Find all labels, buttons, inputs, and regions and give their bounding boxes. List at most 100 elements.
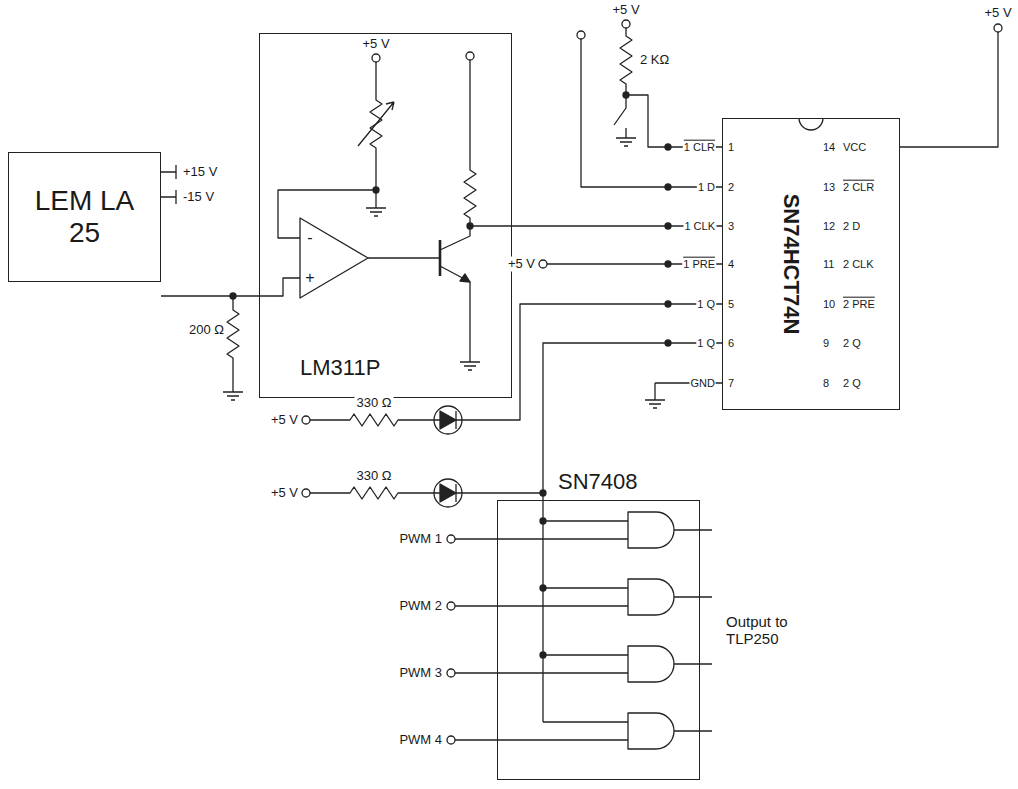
pin-label: 2 CLR <box>842 181 875 194</box>
and-gate-symbol <box>455 579 712 615</box>
signal-label: 2 KΩ <box>638 53 671 68</box>
signal-label: 330 Ω <box>354 396 393 411</box>
clear-switch-circuit <box>614 20 668 147</box>
pin-label: 2 CLK <box>842 258 875 271</box>
comparator-symbol <box>259 190 376 296</box>
pin-label: 3 <box>727 220 735 233</box>
pin-label: 10 <box>822 298 836 311</box>
led-indicator <box>310 414 440 426</box>
and-gate-symbol <box>540 518 546 524</box>
led-indicator <box>302 416 310 424</box>
burden-resistor <box>227 296 239 392</box>
pin-label: 12 <box>822 220 836 233</box>
and-gate-symbol <box>540 652 546 658</box>
signal-label: +5 V <box>269 486 300 501</box>
pin-label: 11 <box>822 258 835 271</box>
preset-wire <box>539 260 668 268</box>
pin-label: VCC <box>842 141 867 154</box>
potentiometer-symbol <box>358 54 394 216</box>
input-sign: + <box>303 269 316 287</box>
signal-label: -15 V <box>181 190 216 205</box>
pull-up-resistor <box>464 60 512 226</box>
signal-label: +5 V <box>982 6 1013 21</box>
led-indicator <box>440 484 456 502</box>
signal-label: 200 Ω <box>187 323 226 338</box>
sensor-box: LEM LA 25 <box>8 152 161 282</box>
signal-label: +5 V <box>360 37 391 52</box>
signal-label: PWM 1 <box>397 532 444 547</box>
led-indicator <box>440 411 456 429</box>
pin-label: 6 <box>727 337 735 350</box>
pin-label: 4 <box>727 258 735 271</box>
part-name: LEM LA 25 <box>35 185 135 249</box>
supply-terminal <box>161 165 176 204</box>
pin-wire <box>645 144 722 408</box>
and-gate-symbol <box>455 713 712 749</box>
and-gate-symbol <box>455 646 712 682</box>
part-name: LM311P <box>300 355 380 381</box>
transistor-symbol <box>439 240 442 276</box>
and-gate-symbol <box>542 500 543 722</box>
signal-label: PWM 2 <box>397 599 444 614</box>
data-input-wire <box>577 31 585 39</box>
clear-switch-circuit <box>616 138 636 146</box>
signal-wire <box>161 295 259 296</box>
led-indicator <box>434 479 462 507</box>
supply-terminal <box>161 165 176 204</box>
potentiometer-symbol <box>370 62 382 208</box>
pin-label: 8 <box>822 377 830 390</box>
pin-label: 1 D <box>697 181 716 194</box>
pin-label: 5 <box>727 298 735 311</box>
pin-label: 14 <box>822 141 836 154</box>
comparator-box: LM311P <box>259 33 512 398</box>
pin-label: 2 Q <box>842 337 862 350</box>
led-indicator <box>302 489 310 497</box>
burden-resistor <box>223 392 243 400</box>
signal-wire <box>543 343 722 500</box>
and-gate-symbol <box>447 500 712 749</box>
comparator-symbol <box>259 187 379 298</box>
transistor-symbol <box>368 226 480 370</box>
ic-notch <box>799 118 823 130</box>
pin-label: GND <box>690 377 716 390</box>
clear-switch-circuit <box>620 28 668 147</box>
pull-up-resistor <box>467 223 473 229</box>
pin-wire <box>655 147 722 383</box>
ic-notch <box>799 118 823 130</box>
signal-label: +5 V <box>506 257 537 272</box>
input-sign: - <box>305 229 314 247</box>
and-gate-symbol <box>447 602 455 610</box>
output-note: Output to TLP250 <box>724 613 808 648</box>
potentiometer-symbol <box>358 102 394 146</box>
and-gate-symbol <box>455 512 712 548</box>
signal-label: 330 Ω <box>354 469 393 484</box>
signal-label: +5 V <box>610 3 641 18</box>
and-gate-symbol <box>447 535 455 543</box>
vcc-wire <box>994 24 1002 32</box>
q-output-wire <box>462 304 668 420</box>
transistor-symbol <box>440 226 470 362</box>
part-name: SN7408 <box>558 469 638 495</box>
pin-label: 9 <box>822 337 830 350</box>
pin-label: 13 <box>822 181 836 194</box>
ic-package: SN7408 <box>497 500 700 780</box>
led-indicator <box>434 406 462 434</box>
vcc-wire <box>900 32 998 147</box>
preset-wire <box>547 263 668 264</box>
pin-label: 2 <box>727 181 735 194</box>
clear-switch-circuit <box>622 20 630 28</box>
and-gate-symbol <box>540 585 546 591</box>
comparator-symbol <box>300 218 368 298</box>
potentiometer-symbol <box>372 54 380 62</box>
pin-label: 2 Q <box>842 377 862 390</box>
pin-label: 1 CLR <box>683 141 716 154</box>
clear-switch-circuit <box>614 95 626 138</box>
pin-label: 1 Q <box>696 337 716 350</box>
transistor-symbol <box>460 362 480 370</box>
potentiometer-symbol <box>366 208 386 216</box>
pin-label: 1 Q <box>696 298 716 311</box>
and-gate-symbol <box>447 736 455 744</box>
transistor-symbol <box>368 257 440 258</box>
signal-label: +5 V <box>269 413 300 428</box>
pin-label: 7 <box>727 377 735 390</box>
